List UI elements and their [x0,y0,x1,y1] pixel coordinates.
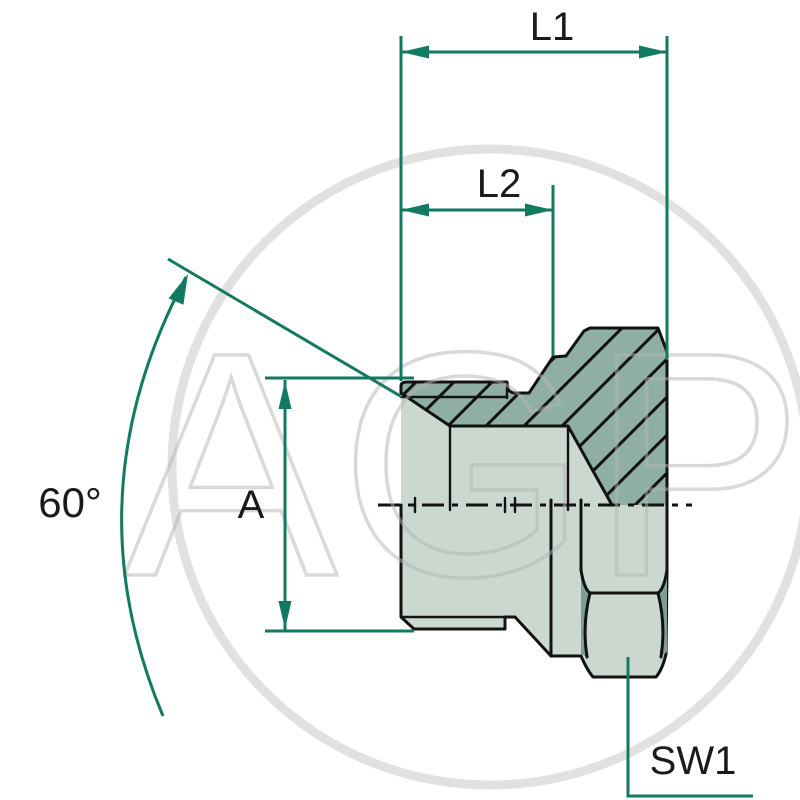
angle-arc [120,276,188,717]
dimension-l1: L1 [399,5,669,381]
a-arrow-bottom [278,601,292,629]
watermark-circle [167,144,800,790]
part-bore-region [401,393,612,505]
label-sw1: SW1 [650,739,737,783]
dimension-sw1: SW1 [626,657,753,798]
dimension-l2: L2 [401,162,555,356]
hex-left-bulge [583,591,592,659]
part-drawing [378,326,692,679]
label-l1: L1 [530,5,575,49]
a-arrow-top [278,381,292,409]
label-l2: L2 [477,162,522,206]
label-a: A [238,483,265,527]
part-lower-body [401,505,667,677]
l2-arrow-right [525,203,553,217]
angle-arc-arrow [168,274,188,305]
watermark: AGP [122,144,800,790]
part-section-hatched [401,328,667,505]
watermark-text: AGP [124,285,800,643]
dimension-a: A [238,376,414,633]
l1-arrow-left [401,45,429,59]
label-angle: 60° [38,479,102,526]
hex-right-bulge [656,591,665,659]
part-lower-outline [399,503,669,679]
l1-arrow-right [639,45,667,59]
sw1-leader-line [626,657,753,798]
l2-arrow-left [401,203,429,217]
dimension-angle-60: 60° [38,257,403,717]
dimensions: L1 L2 A [38,5,753,798]
hex-left-face-edge [579,498,592,595]
angle-reference-line [167,257,403,399]
